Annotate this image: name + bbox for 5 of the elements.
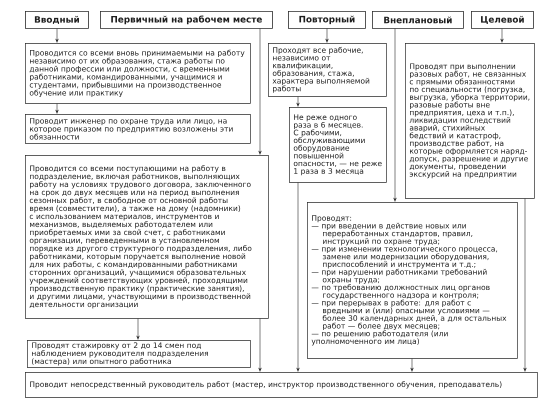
heading-box: Внеплановый — [372, 11, 464, 29]
heading-box: Повторный — [288, 11, 366, 29]
heading-box: Первичный на рабочем месте — [100, 11, 273, 29]
heading-box: Целевой — [471, 11, 534, 29]
heading-box: Вводный — [25, 11, 89, 29]
